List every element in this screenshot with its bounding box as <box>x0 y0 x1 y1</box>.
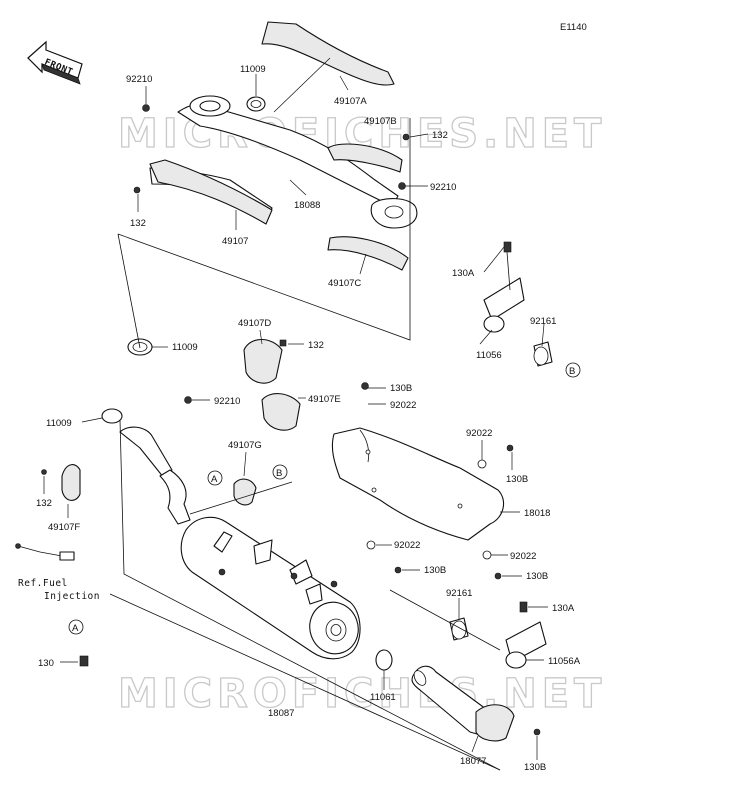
label-92161-low: 92161 <box>446 588 472 599</box>
ref-note-line-2: Injection <box>44 591 100 602</box>
callout-a-left: A <box>68 619 84 635</box>
callout-b-mid: B <box>272 464 288 480</box>
callout-a-mid: A <box>207 470 223 486</box>
front-arrow-icon: FRONT <box>27 40 83 85</box>
callout-b-mid-text: B <box>276 468 282 479</box>
label-130A-low: 130A <box>552 603 575 614</box>
part-labels: 92210 11009 49107A 49107B 132 92210 1808… <box>36 64 581 773</box>
callout-b-right-text: B <box>569 366 575 377</box>
label-130B-4: 130B <box>526 571 548 582</box>
label-49107D: 49107D <box>238 318 271 329</box>
label-130B-5: 130B <box>524 762 546 773</box>
frame-top <box>117 118 411 341</box>
label-11009-left: 11009 <box>46 418 72 429</box>
label-11056A: 11056A <box>548 656 581 667</box>
label-11056: 11056 <box>476 350 502 361</box>
heat-shield-18018 <box>331 427 505 541</box>
label-49107G: 49107G <box>228 440 262 451</box>
guard-49107C <box>327 236 409 271</box>
label-130B-3: 130B <box>424 565 446 576</box>
label-11009-mid: 11009 <box>172 342 198 353</box>
callout-a-mid-text: A <box>211 474 218 485</box>
bracket-11056 <box>483 241 553 367</box>
label-18088: 18088 <box>294 200 320 211</box>
label-132-b: 132 <box>432 130 448 141</box>
label-11009-top: 11009 <box>240 64 266 75</box>
label-49107C: 49107C <box>328 278 361 289</box>
label-92022-3: 92022 <box>394 540 420 551</box>
gasket-11061 <box>375 649 393 671</box>
bolt-132-left <box>133 186 141 194</box>
guard-49107A <box>261 21 395 86</box>
label-92210-low: 92210 <box>214 396 240 407</box>
label-49107A: 49107A <box>334 96 367 107</box>
label-130B-1: 130B <box>390 383 412 394</box>
label-92210-mid: 92210 <box>430 182 456 193</box>
label-132-d: 132 <box>308 340 324 351</box>
label-92022-1: 92022 <box>390 400 416 411</box>
label-130B-2: 130B <box>506 474 528 485</box>
callout-a-left-text: A <box>72 623 79 634</box>
label-130: 130 <box>38 658 54 669</box>
label-132-left: 132 <box>130 218 146 229</box>
label-11061: 11061 <box>370 692 396 703</box>
nut-92210-mid <box>398 182 406 190</box>
ref-fuel-injection-note: Ref.Fuel Injection <box>18 578 100 602</box>
guard-49107B <box>327 143 403 173</box>
label-132-f: 132 <box>36 498 52 509</box>
label-18018: 18018 <box>524 508 550 519</box>
guard-49107 <box>149 159 273 225</box>
callout-b-right: B <box>565 362 581 378</box>
label-18087: 18087 <box>268 708 294 719</box>
diagram-code: E1140 <box>560 22 587 33</box>
label-18077: 18077 <box>460 756 486 767</box>
bracket-11056A <box>449 601 547 669</box>
muffler-18087 <box>180 516 361 660</box>
label-130A-top: 130A <box>452 268 475 279</box>
label-49107: 49107 <box>222 236 248 247</box>
label-49107B: 49107B <box>364 116 397 127</box>
mid-pipe-assembly <box>15 338 369 561</box>
ref-note-line-1: Ref.Fuel <box>18 578 68 589</box>
frame-lower <box>109 593 501 771</box>
label-49107F: 49107F <box>48 522 80 533</box>
leader-lines <box>43 57 548 760</box>
label-92022-2: 92022 <box>466 428 492 439</box>
watermark-bottom: MICROFICHES.NET <box>118 671 606 717</box>
tail-pipe-18077 <box>411 665 541 742</box>
label-92210-top: 92210 <box>126 74 152 85</box>
bolt-130 <box>79 655 89 667</box>
bolt-132-b <box>402 133 410 141</box>
label-49107E: 49107E <box>308 394 341 405</box>
label-92161-top: 92161 <box>530 316 556 327</box>
label-92022-4: 92022 <box>510 551 536 562</box>
nut-92210-top <box>142 104 150 112</box>
